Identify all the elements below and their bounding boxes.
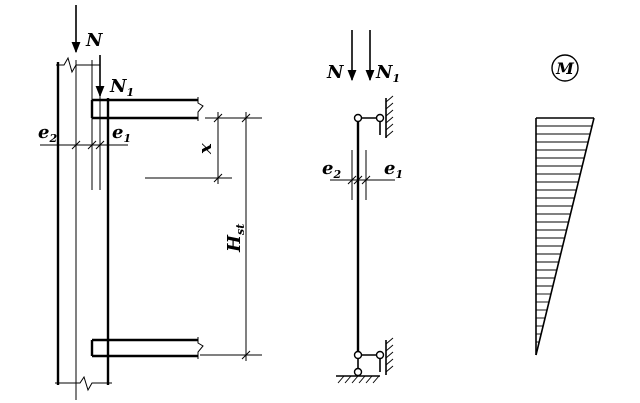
- scheme-hinge-bottom-right: [375, 350, 385, 360]
- scheme-label-n1: N1: [375, 62, 400, 85]
- scheme-top-support-hatch: [385, 95, 394, 138]
- scheme-bottom-right-hatch: [385, 337, 394, 373]
- moment-diagram: M: [535, 54, 595, 356]
- tick-e2: [71, 140, 81, 150]
- column-elevation: N N1 e2 e1 x Hst: [38, 5, 262, 400]
- scheme-tick-center: [353, 175, 363, 185]
- design-scheme: N N1 e2 e1: [322, 30, 403, 384]
- tick-center: [87, 140, 97, 150]
- dim-x-tick-top: [213, 113, 223, 123]
- moment-label-circle: [551, 54, 579, 82]
- label-n1: N1: [109, 76, 134, 99]
- bottom-break-mark: [55, 375, 112, 392]
- scheme-hinge-top-left: [353, 113, 363, 123]
- label-x: x: [195, 143, 216, 155]
- dim-hst-tick-top: [241, 113, 251, 123]
- label-e1: e1: [112, 122, 131, 145]
- moment-hatch: [536, 125, 593, 351]
- scheme-hinge-bottom-left: [353, 350, 363, 360]
- scheme-label-n: N: [326, 62, 345, 83]
- top-slab-break: [197, 97, 204, 121]
- scheme-tick-right: [361, 175, 371, 185]
- top-break-mark: [56, 56, 100, 74]
- scheme-ground-hatch: [337, 375, 380, 384]
- dim-hst-tick-bottom: [241, 350, 251, 360]
- scheme-label-e1: e1: [384, 158, 403, 181]
- label-e2: e2: [38, 122, 57, 145]
- scheme-label-e2: e2: [322, 158, 341, 181]
- bottom-slab: [90, 338, 198, 358]
- tick-e1: [95, 140, 105, 150]
- moment-slope: [535, 117, 595, 356]
- scheme-tick-left: [347, 175, 357, 185]
- moment-label: M: [555, 59, 575, 78]
- bottom-slab-break: [197, 337, 204, 359]
- dim-x-tick-bottom: [213, 173, 223, 183]
- scheme-hinge-base: [353, 367, 363, 377]
- label-hst: Hst: [224, 224, 247, 253]
- top-slab: [90, 98, 198, 120]
- label-n: N: [85, 30, 104, 51]
- scheme-hinge-top-right: [375, 113, 385, 123]
